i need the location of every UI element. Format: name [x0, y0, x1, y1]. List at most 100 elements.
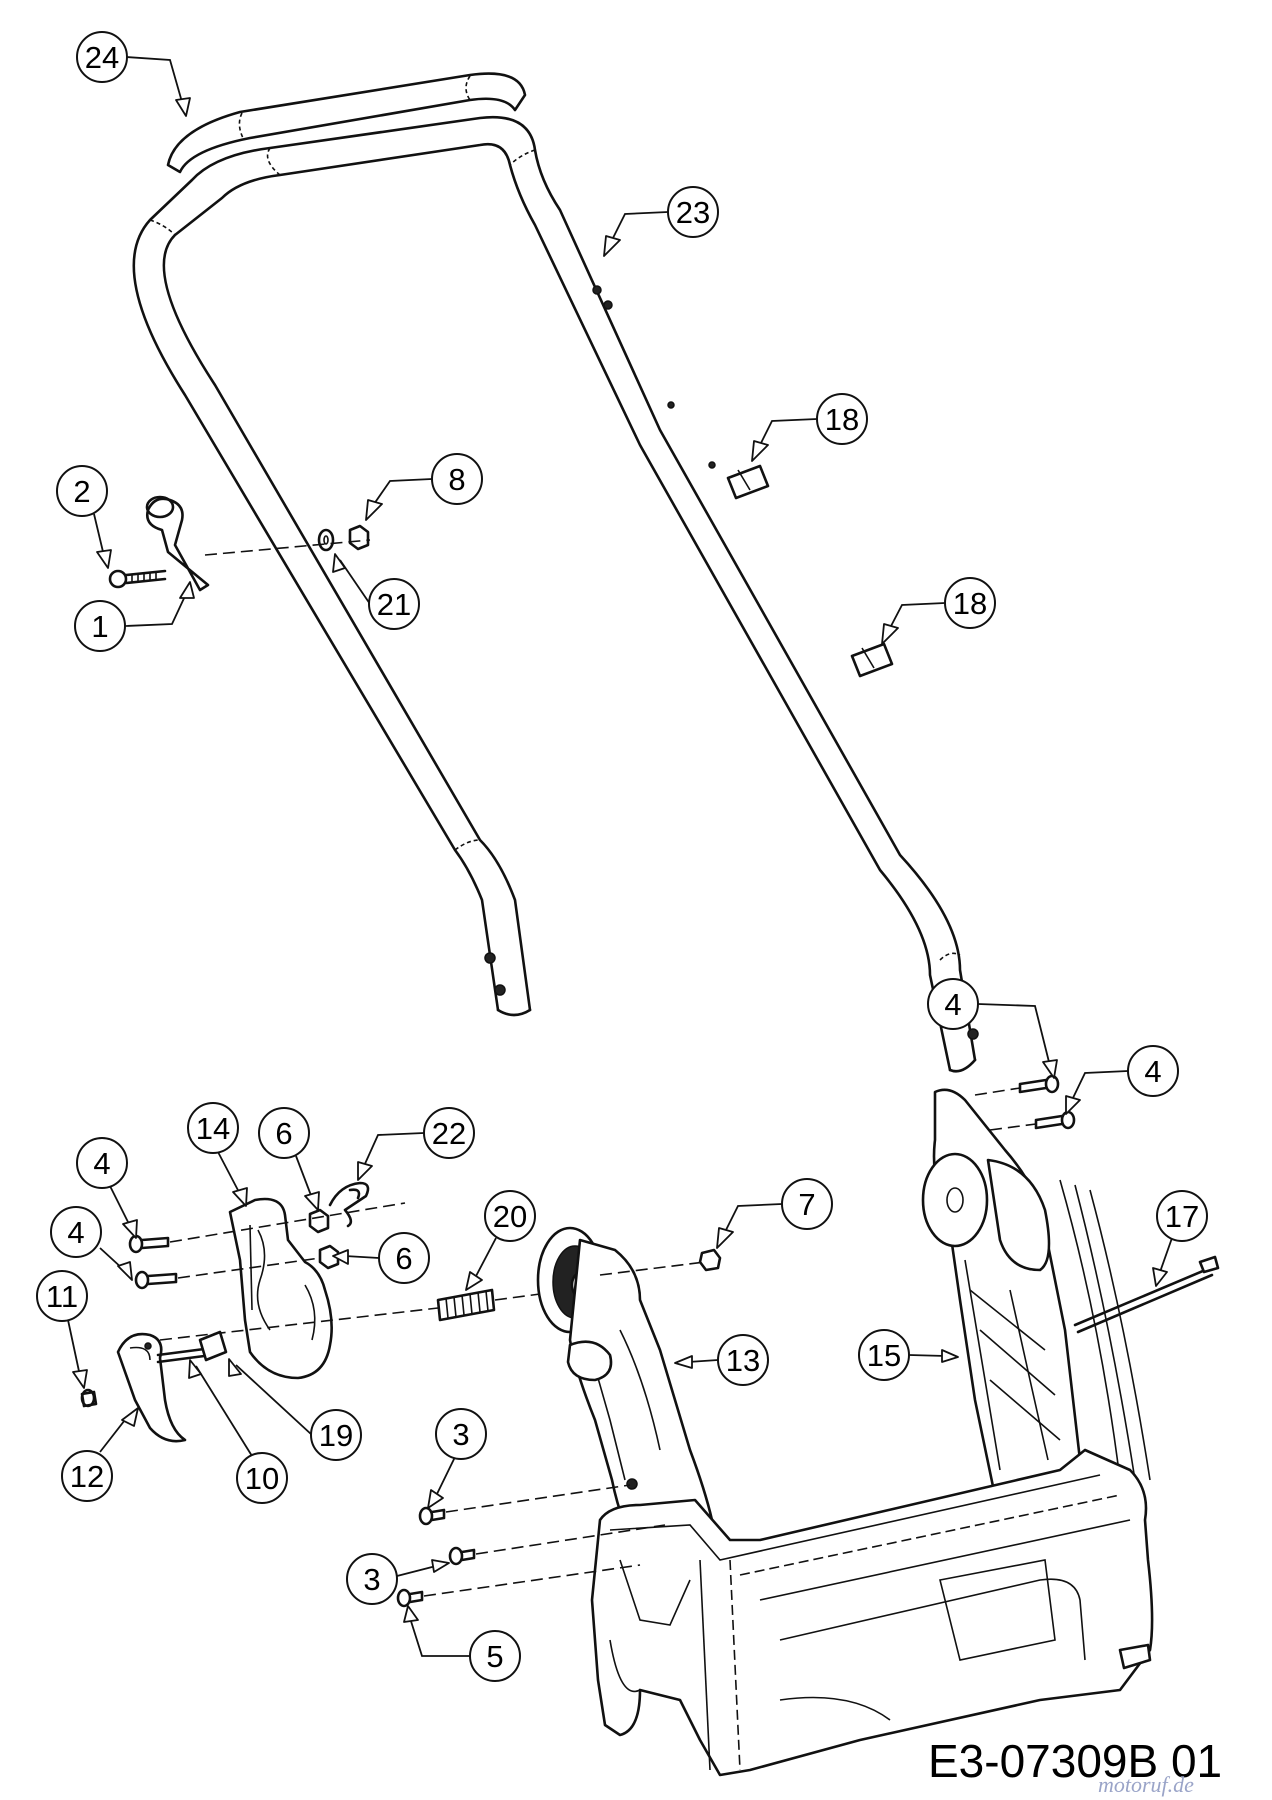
bolt-part-4-right-upper	[1018, 1074, 1060, 1094]
bolt-part-4-left-lower	[134, 1270, 178, 1290]
callout-circle	[1127, 1045, 1179, 1097]
callout-3: 3	[435, 1408, 487, 1460]
callout-number: 20	[493, 1199, 527, 1234]
callout-18: 18	[944, 577, 996, 629]
callout-7: 7	[781, 1178, 833, 1230]
callout-3: 3	[346, 1553, 398, 1605]
lever-bracket-part-14	[228, 1197, 333, 1380]
callout-circle	[187, 1102, 239, 1154]
callout-number: 23	[676, 195, 710, 230]
callout-circle	[717, 1334, 769, 1386]
callout-number: 4	[93, 1146, 110, 1181]
wheel-adjuster-arm-part-13	[536, 1226, 714, 1562]
callout-circle	[927, 978, 979, 1030]
callout-4: 4	[50, 1206, 102, 1258]
callout-23: 23	[667, 186, 719, 238]
callout-number: 1	[91, 609, 108, 644]
bolt-part-3-lower	[448, 1546, 476, 1566]
callout-4: 4	[927, 978, 979, 1030]
callout-number: 8	[448, 462, 465, 497]
callout-circle	[310, 1409, 362, 1461]
callout-circle	[435, 1408, 487, 1460]
callout-circle	[944, 577, 996, 629]
compression-spring-part-20	[436, 1288, 496, 1322]
axis-line-bolt-3-lower	[475, 1524, 666, 1555]
callout-number: 4	[944, 987, 961, 1022]
callout-circle	[431, 453, 483, 505]
callout-22: 22	[423, 1107, 475, 1159]
callout-13: 13	[717, 1334, 769, 1386]
callout-6: 6	[258, 1107, 310, 1159]
callout-circle	[76, 1137, 128, 1189]
callout-number: 22	[432, 1116, 466, 1151]
callout-circle	[667, 186, 719, 238]
main-handle-tube	[132, 115, 979, 1073]
callout-1: 1	[74, 600, 126, 652]
callout-number: 2	[73, 474, 90, 509]
callout-circle	[74, 600, 126, 652]
spring-clip-part-22	[328, 1181, 370, 1228]
callout-11: 11	[36, 1270, 88, 1322]
callout-number: 3	[452, 1417, 469, 1452]
nut-part-6-lower	[318, 1244, 340, 1270]
washer-part-21	[317, 528, 335, 552]
callout-circle	[76, 31, 128, 83]
callout-12: 12	[61, 1450, 113, 1502]
cable-clip-lower	[850, 642, 894, 678]
callout-circle	[484, 1190, 536, 1242]
nut-part-6-upper	[308, 1208, 330, 1234]
callout-circle	[236, 1452, 288, 1504]
callout-4: 4	[1127, 1045, 1179, 1097]
axis-line-bolt-3-upper	[445, 1484, 631, 1513]
callout-circle	[56, 465, 108, 517]
callout-circle	[61, 1450, 113, 1502]
mower-deck-frame	[590, 1448, 1154, 1777]
leader-lines	[67, 56, 1173, 1657]
callout-14: 14	[187, 1102, 239, 1154]
callout-circle	[346, 1553, 398, 1605]
callout-17: 17	[1156, 1190, 1208, 1242]
callout-number: 3	[363, 1562, 380, 1597]
plate-part-19	[198, 1330, 228, 1362]
callout-15: 15	[858, 1329, 910, 1381]
callout-circle	[36, 1270, 88, 1322]
bolt-part-2	[108, 569, 167, 589]
callout-8: 8	[431, 453, 483, 505]
callout-number: 13	[726, 1343, 760, 1378]
callout-number: 21	[377, 587, 411, 622]
bolt-part-5	[396, 1588, 424, 1608]
axis-line-right-bolt-upper	[974, 1087, 1021, 1096]
callout-2: 2	[56, 465, 108, 517]
callout-5: 5	[469, 1630, 521, 1682]
callout-circle	[258, 1107, 310, 1159]
callout-number: 19	[319, 1418, 353, 1453]
pin-part-11	[80, 1388, 98, 1408]
callout-19: 19	[310, 1409, 362, 1461]
callout-number: 6	[275, 1116, 292, 1151]
callout-circle	[423, 1107, 475, 1159]
axis-line-wheel	[494, 1293, 541, 1301]
axis-line-bolt-5	[423, 1564, 641, 1597]
upper-handle-bar	[166, 72, 527, 174]
callout-number: 11	[46, 1279, 78, 1314]
cable-guide-bracket	[145, 495, 210, 592]
callout-number: 5	[486, 1639, 503, 1674]
nut-part-8	[348, 524, 370, 551]
axis-line-bracket-upper	[169, 1202, 406, 1243]
callout-6: 6	[378, 1232, 430, 1284]
callout-number: 10	[245, 1461, 279, 1496]
bolt-part-3-upper	[418, 1506, 446, 1526]
axis-line-right-bolt-lower	[989, 1123, 1037, 1131]
lever-part-12	[116, 1332, 187, 1443]
callout-number: 24	[85, 40, 119, 75]
axis-line-bolt	[204, 539, 371, 556]
callout-circle	[368, 578, 420, 630]
callout-21: 21	[368, 578, 420, 630]
drawing-code: E3-07309B 01	[928, 1735, 1223, 1787]
callout-circle	[858, 1329, 910, 1381]
cable-clip-upper	[726, 464, 770, 500]
callout-number: 6	[395, 1241, 412, 1276]
callout-circle	[469, 1630, 521, 1682]
callout-number: 7	[798, 1187, 815, 1222]
